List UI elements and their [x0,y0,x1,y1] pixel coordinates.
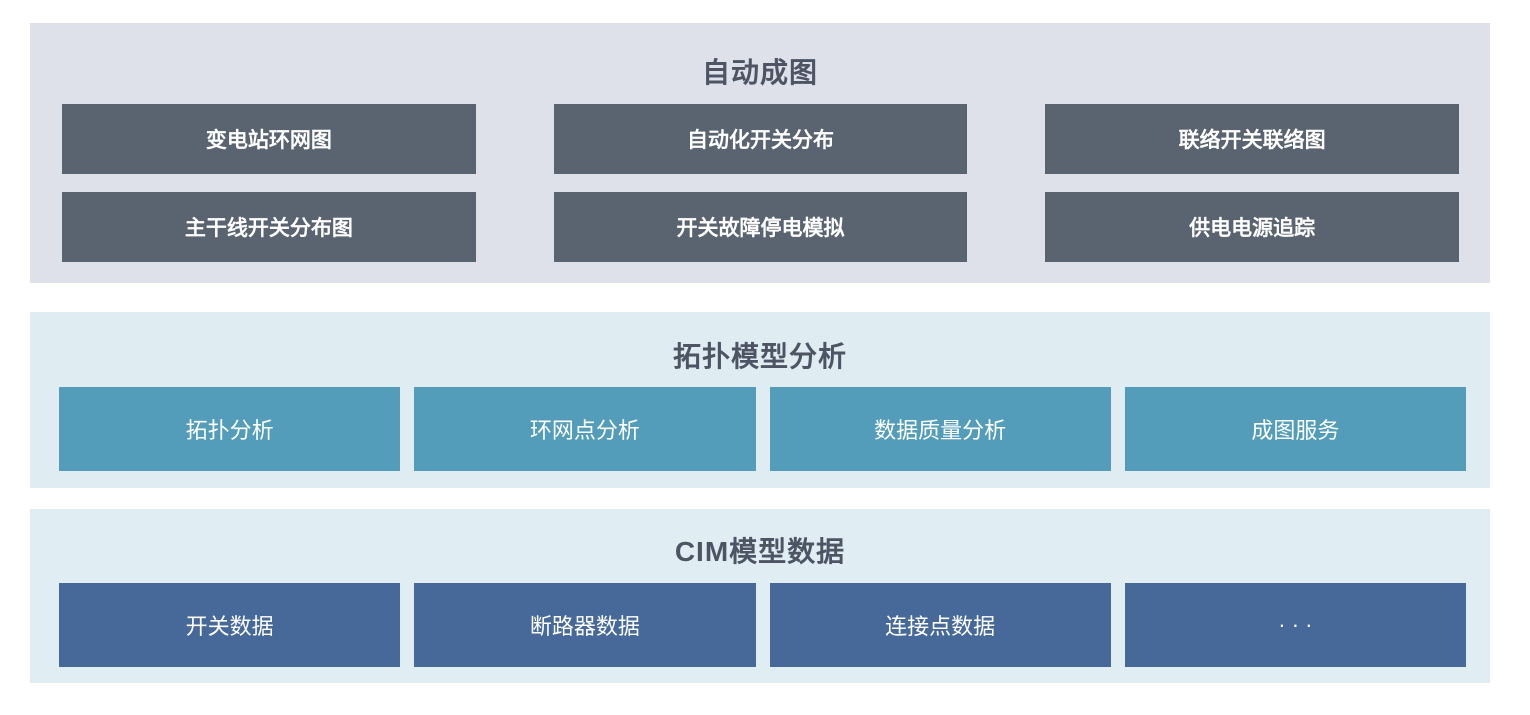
section-title: 自动成图 [701,57,818,88]
diagram-box-substation-ring-diagram: 变电站环网图 [62,104,476,174]
auto-mapping-grid: 变电站环网图 自动化开关分布 联络开关联络图 主干线开关分布图 开关故障停电模拟… [62,104,1459,262]
diagram-box-automated-switch-distribution: 自动化开关分布 [553,104,968,174]
diagram-box-data-quality-analysis: 数据质量分析 [769,387,1111,471]
section-cim-data: CIM模型数据 开关数据 断路器数据 连接点数据 · · · [30,509,1490,683]
diagram-box-trunk-switch-distribution-diagram: 主干线开关分布图 [62,192,476,262]
diagram-box-switch-data: 开关数据 [59,583,401,667]
diagram-box-power-source-tracing: 供电电源追踪 [1045,192,1459,262]
section-topology-analysis: 拓扑模型分析 拓扑分析 环网点分析 数据质量分析 成图服务 [30,312,1490,488]
section-title: 拓扑模型分析 [672,341,847,372]
diagram-box-more-ellipsis: · · · [1124,583,1466,667]
diagram-box-topology-analysis: 拓扑分析 [59,387,401,471]
diagram-box-tie-switch-connection-diagram: 联络开关联络图 [1045,104,1459,174]
section-title: CIM模型数据 [674,536,846,567]
cim-data-grid: 开关数据 断路器数据 连接点数据 · · · [59,583,1466,667]
diagram-box-mapping-service: 成图服务 [1124,387,1466,471]
diagram-box-connection-point-data: 连接点数据 [769,583,1111,667]
section-auto-mapping: 自动成图 变电站环网图 自动化开关分布 联络开关联络图 主干线开关分布图 开关故… [30,23,1490,283]
diagram-box-switch-fault-outage-simulation: 开关故障停电模拟 [553,192,968,262]
topology-analysis-grid: 拓扑分析 环网点分析 数据质量分析 成图服务 [59,387,1466,471]
diagram-box-breaker-data: 断路器数据 [414,583,756,667]
diagram-box-ring-point-analysis: 环网点分析 [414,387,756,471]
